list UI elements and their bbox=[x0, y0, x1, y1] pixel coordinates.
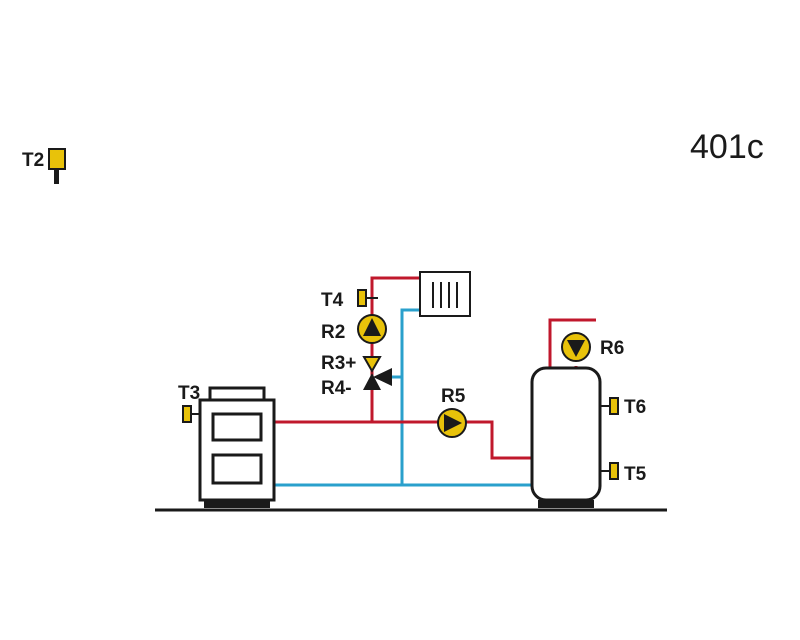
boiler-lower-door bbox=[211, 453, 263, 485]
pump-r6: R6 bbox=[561, 332, 624, 362]
sensor-t2-icon bbox=[48, 148, 66, 170]
label-r4: R4- bbox=[321, 378, 352, 399]
tank-base bbox=[538, 500, 594, 508]
boiler-base bbox=[204, 500, 270, 508]
pump-r2-arrow-icon bbox=[363, 318, 381, 336]
pump-r5: R5 bbox=[437, 386, 467, 438]
label-r6: R6 bbox=[600, 338, 624, 359]
tank-dhw-outlet bbox=[548, 318, 596, 368]
label-r5: R5 bbox=[441, 386, 466, 407]
hot-water-tank: T6 T5 bbox=[530, 366, 647, 508]
label-t2: T2 bbox=[22, 150, 44, 171]
boiler-top bbox=[208, 386, 266, 402]
outdoor-sensor-t2: T2 bbox=[22, 148, 66, 184]
valve-top-icon bbox=[362, 356, 382, 374]
sensor-t6-icon bbox=[609, 397, 619, 415]
label-t6: T6 bbox=[624, 397, 646, 418]
label-t5: T5 bbox=[624, 464, 647, 485]
valve-bottom-icon bbox=[363, 373, 381, 390]
flow-pipe-heating bbox=[370, 276, 420, 422]
flow-sensor-t4: T4 bbox=[321, 289, 378, 311]
mixing-valve-r3-r4: R3+ R4- bbox=[321, 353, 392, 399]
boiler-upper-door bbox=[211, 412, 263, 442]
label-r2: R2 bbox=[321, 322, 345, 343]
label-t4: T4 bbox=[321, 290, 344, 311]
radiator-body bbox=[419, 271, 471, 317]
flow-pipe-tank bbox=[466, 420, 532, 460]
label-r3: R3+ bbox=[321, 353, 356, 374]
sensor-t5-icon bbox=[609, 462, 619, 480]
pump-r6-arrow-icon bbox=[567, 340, 585, 357]
scheme-code: 401c bbox=[690, 128, 764, 166]
tank-body bbox=[530, 366, 602, 502]
pump-r5-arrow-icon bbox=[444, 414, 462, 432]
sensor-t4-icon bbox=[357, 289, 367, 307]
label-t3: T3 bbox=[178, 383, 200, 404]
return-pipe-heating bbox=[400, 308, 420, 485]
radiator bbox=[419, 271, 471, 317]
pump-r2: R2 bbox=[321, 314, 387, 344]
sensor-t2-stem bbox=[54, 169, 59, 184]
valve-side-icon bbox=[373, 368, 392, 386]
sensor-t3-icon bbox=[182, 405, 192, 423]
boiler: T3 bbox=[178, 383, 276, 508]
